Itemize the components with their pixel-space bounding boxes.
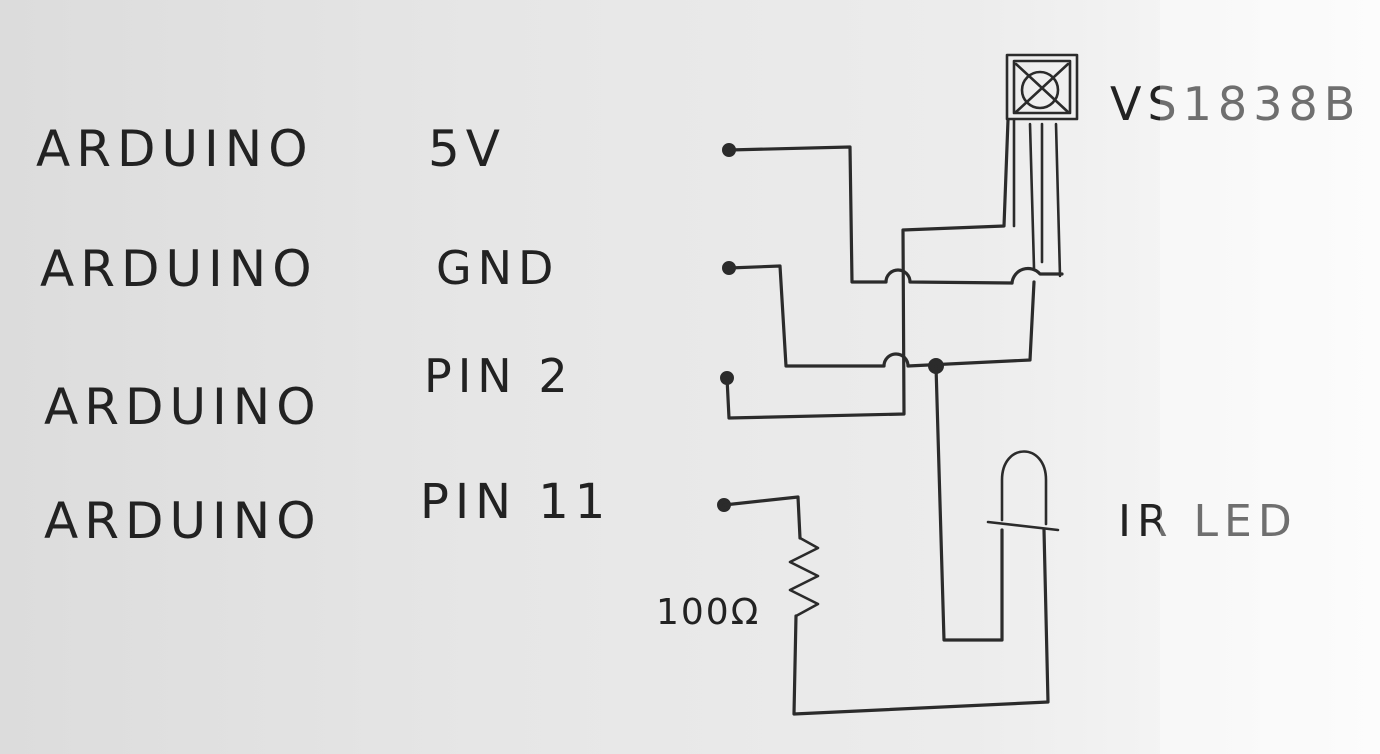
- wire-5v-hop: [1010, 266, 1064, 285]
- wire-pin11: [722, 495, 802, 540]
- resistor-symbol: [788, 536, 820, 618]
- row-1-device-label: ARDUINO: [36, 120, 314, 178]
- wire-5v: [727, 145, 1014, 285]
- row-4-pin-label: PIN 11: [420, 474, 611, 530]
- row-1-pin-label: 5V: [428, 120, 506, 178]
- label-column: ARDUINO 5V ARDUINO GND ARDUINO PIN 2 ARD…: [36, 120, 611, 550]
- ir-led-symbol: [986, 450, 1060, 532]
- resistor-label: 100Ω: [656, 592, 760, 633]
- row-2-device-label: ARDUINO: [40, 240, 318, 298]
- wire-led-cathode: [934, 364, 1004, 642]
- wire-gnd: [727, 264, 1036, 368]
- vs1838b-symbol: [1005, 53, 1079, 278]
- row-4-device-label: ARDUINO: [44, 492, 322, 550]
- wire-led-anode: [792, 528, 1050, 716]
- receiver-label: VS1838B: [1110, 77, 1361, 131]
- row-3-pin-label: PIN 2: [424, 349, 574, 403]
- wire-pin2: [725, 118, 1010, 420]
- row-3-device-label: ARDUINO: [44, 378, 322, 436]
- led-label: IR LED: [1118, 496, 1298, 547]
- row-2-pin-label: GND: [436, 241, 559, 295]
